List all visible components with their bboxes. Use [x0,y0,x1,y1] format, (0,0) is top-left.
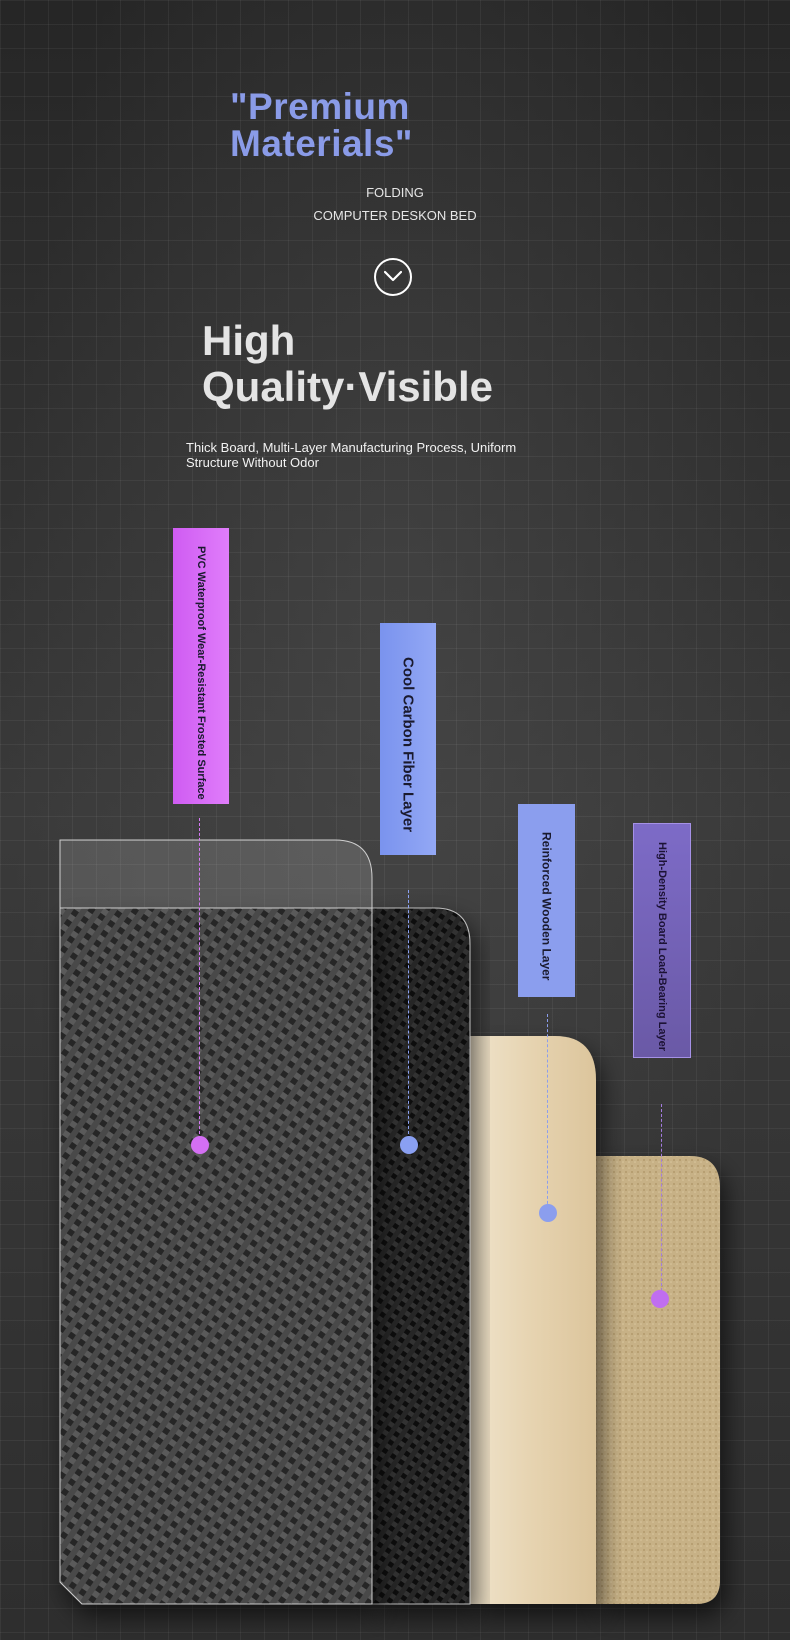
label-board-layer: High-Density Board Load-Bearing Layer [633,823,691,1058]
label-board-layer-text: High-Density Board Load-Bearing Layer [656,842,668,1052]
layer-connector-2 [408,890,409,1144]
headline: High Quality·Visible [202,318,493,410]
section-title: "Premium Materials" [230,88,490,162]
layer-connector-1 [199,818,200,1144]
description: Thick Board, Multi-Layer Manufacturing P… [186,440,517,470]
high-density-board-layer [596,1156,720,1604]
section-title-line1: "Premium [230,86,410,127]
layer-marker-1 [191,1136,209,1154]
headline-line2: Quality·Visible [202,363,493,410]
layer-connector-3 [547,1014,548,1214]
label-wooden-layer: Reinforced Wooden Layer [518,804,575,997]
label-pvc-surface: PVC Waterproof Wear-Resistant Frosted Su… [173,528,229,804]
pvc-surface-layer [59,907,373,1605]
headline-line1: High [202,317,296,364]
reinforced-wooden-layer [470,1036,596,1604]
chevron-down-icon[interactable] [374,258,412,296]
layer-connector-4 [661,1104,662,1296]
carbon-fiber-layer [371,907,471,1605]
layer-marker-2 [400,1136,418,1154]
label-carbon-fiber-text: Cool Carbon Fiber Layer [399,657,417,833]
label-carbon-fiber: Cool Carbon Fiber Layer [380,623,436,855]
subtitle-line1: FOLDING [366,185,424,200]
layer-marker-3 [539,1204,557,1222]
section-title-line2: Materials" [230,123,413,164]
label-wooden-layer-text: Reinforced Wooden Layer [539,832,554,981]
label-pvc-surface-text: PVC Waterproof Wear-Resistant Frosted Su… [195,546,207,800]
layer-marker-4 [651,1290,669,1308]
subtitle-line2: COMPUTER DESKON BED [313,208,477,223]
frosted-surface-top [59,839,373,909]
